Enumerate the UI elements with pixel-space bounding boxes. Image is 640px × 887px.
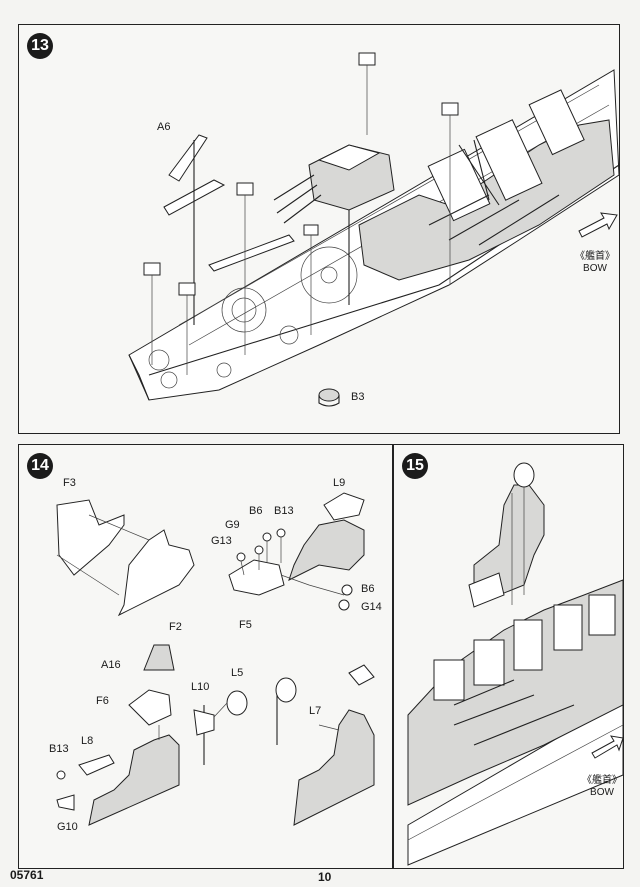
bow-indicator: 《艦首》 BOW	[575, 251, 615, 275]
bow-label-en: BOW	[590, 787, 614, 798]
part-label-a16: A16	[101, 659, 121, 671]
part-label-f6: F6	[96, 695, 109, 707]
ship-bow-illustration	[128, 52, 620, 407]
bridge-assembly-illustration	[56, 492, 375, 826]
step-number-badge: 14	[27, 453, 53, 479]
part-label-b6: B6	[249, 505, 263, 517]
part-label-g13: G13	[211, 535, 232, 547]
page-number: 10	[318, 870, 332, 884]
part-label-a6: A6	[157, 121, 171, 133]
product-code: 05761	[10, 868, 44, 882]
part-label-g9: G9	[225, 519, 240, 531]
step-15-panel: 15 《艦首》 BOW	[393, 444, 624, 869]
part-label-l10: L10	[191, 681, 210, 693]
step-14-panel: 14 F3 F2 B	[18, 444, 393, 869]
part-label-l7: L7	[309, 705, 322, 717]
bow-indicator: 《艦首》 BOW	[582, 775, 622, 799]
part-label-b13-lower: B13	[49, 743, 69, 755]
part-label-f3: F3	[63, 477, 76, 489]
step-number-badge: 13	[27, 33, 53, 59]
bow-label-en: BOW	[583, 263, 607, 274]
bow-label-cn: 《艦首》	[582, 775, 622, 786]
part-label-f2: F2	[169, 621, 182, 633]
part-label-b13: B13	[274, 505, 294, 517]
part-label-f5: F5	[239, 619, 252, 631]
bow-label-cn: 《艦首》	[575, 251, 615, 262]
step-13-panel: 13	[18, 24, 620, 434]
part-label-g14: G14	[361, 601, 382, 613]
part-label-l8: L8	[81, 735, 94, 747]
part-label-l9: L9	[333, 477, 346, 489]
part-label-b3: B3	[351, 391, 365, 403]
part-label-g10: G10	[57, 821, 78, 833]
step-number-badge: 15	[402, 453, 428, 479]
ship-superstructure-illustration	[407, 462, 624, 866]
part-label-b6-right: B6	[361, 583, 375, 595]
part-label-l5: L5	[231, 667, 244, 679]
